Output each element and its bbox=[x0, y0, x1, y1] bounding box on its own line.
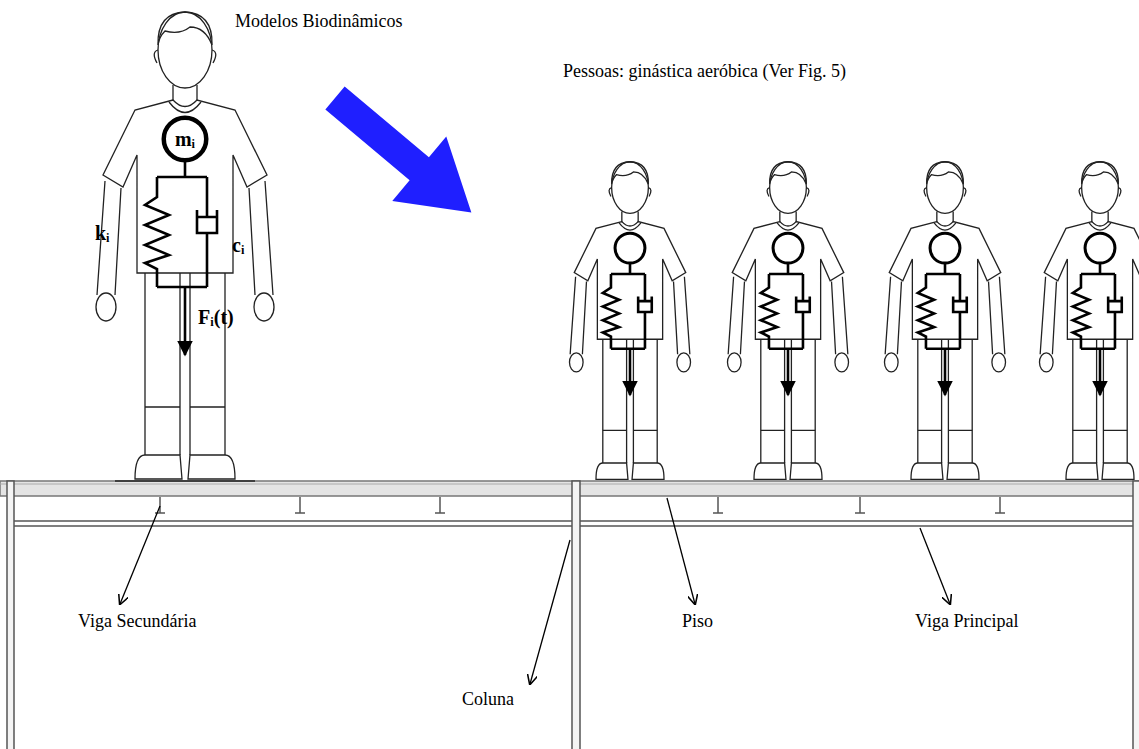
transition-arrow bbox=[308, 66, 498, 245]
spring-damper-model bbox=[603, 263, 652, 395]
figure-title: Modelos Biodinâmicos bbox=[235, 12, 403, 32]
person-figure bbox=[727, 162, 848, 480]
person-figure bbox=[884, 162, 1005, 480]
force-label: Fᵢ(t) bbox=[198, 306, 234, 328]
spring-damper-model bbox=[918, 263, 967, 395]
part-name: Viga Principal bbox=[915, 612, 1018, 632]
floor-slab bbox=[0, 481, 1139, 496]
spring-damper-model bbox=[761, 263, 810, 395]
part-name: Piso bbox=[682, 612, 713, 632]
secondary-beam bbox=[155, 497, 1005, 513]
mass-circle: mᵢ bbox=[163, 117, 207, 161]
person-figure bbox=[96, 12, 274, 481]
stiffness-label: kᵢ bbox=[95, 222, 110, 244]
person-figure bbox=[569, 162, 690, 480]
damping-label: cᵢ bbox=[232, 234, 244, 256]
part-name: Coluna bbox=[462, 690, 514, 710]
part-name: Viga Secundária bbox=[78, 612, 196, 632]
column bbox=[7, 481, 1139, 749]
person-figure bbox=[1039, 162, 1139, 480]
leader-line bbox=[120, 498, 950, 684]
spring-damper-model bbox=[1073, 263, 1122, 395]
mass-label: mᵢ bbox=[175, 129, 195, 149]
group-caption: Pessoas: ginástica aeróbica (Ver Fig. 5) bbox=[563, 62, 846, 82]
